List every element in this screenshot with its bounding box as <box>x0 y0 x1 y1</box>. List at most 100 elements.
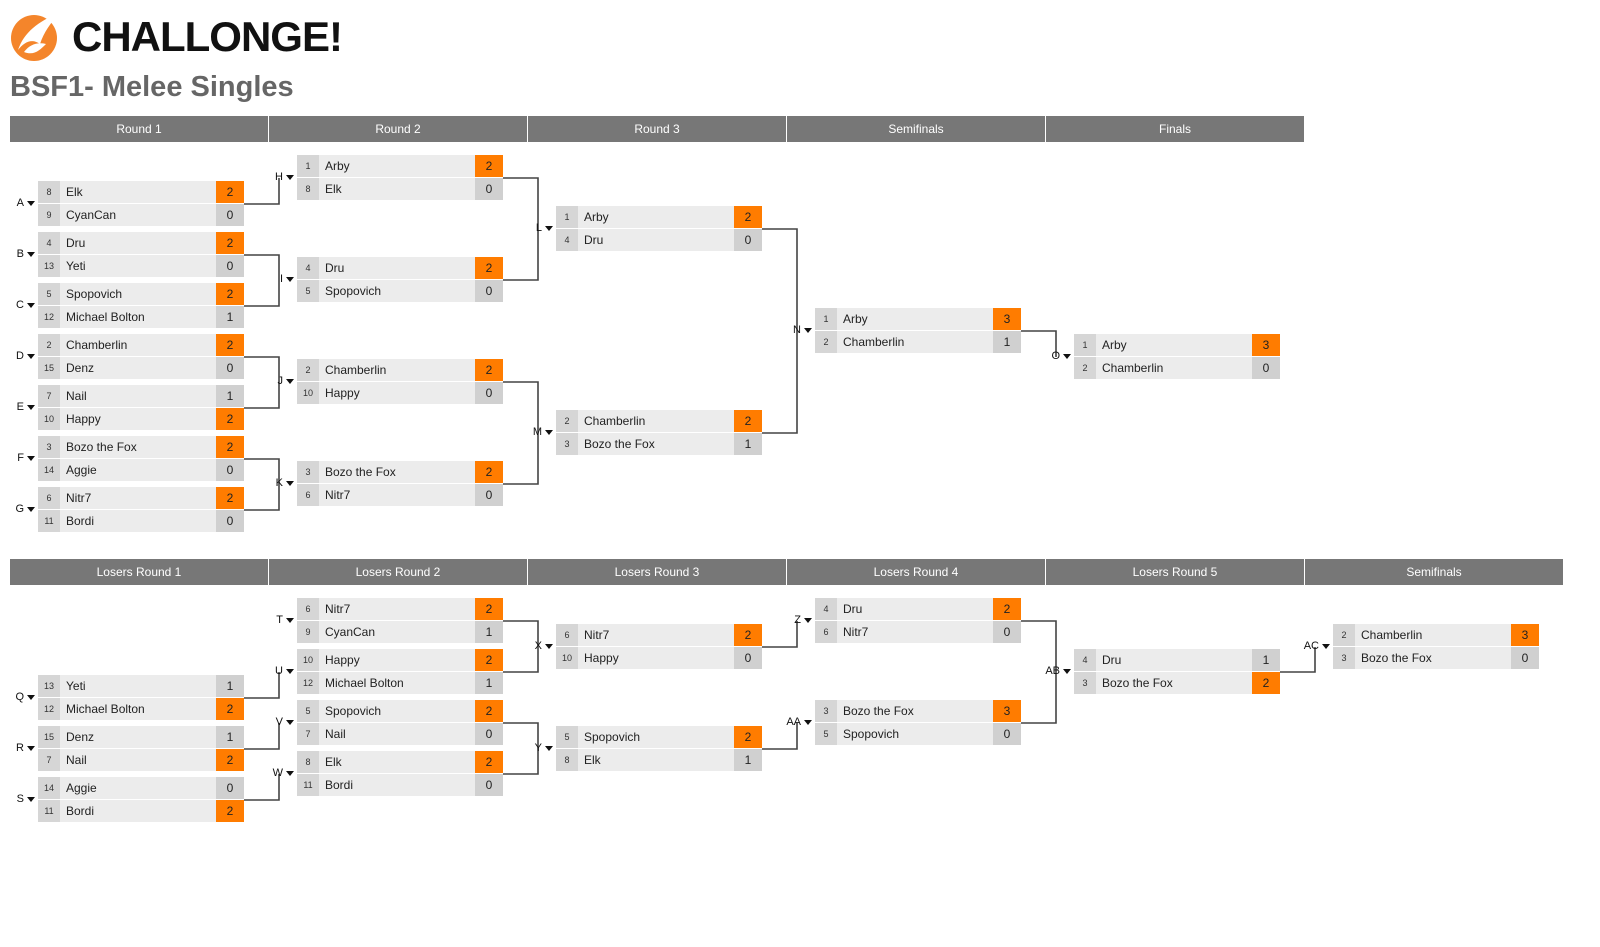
caret-down-icon[interactable] <box>27 251 35 257</box>
match-label-n[interactable]: N <box>793 323 812 337</box>
match-label-u[interactable]: U <box>275 664 294 678</box>
caret-down-icon[interactable] <box>1063 353 1071 359</box>
caret-down-icon[interactable] <box>804 719 812 725</box>
caret-down-icon[interactable] <box>286 378 294 384</box>
caret-down-icon[interactable] <box>286 617 294 623</box>
match-label-ab[interactable]: AB <box>1045 664 1071 678</box>
match-label-b[interactable]: B <box>17 247 35 261</box>
match-label-k[interactable]: K <box>276 476 294 490</box>
caret-down-icon[interactable] <box>286 174 294 180</box>
caret-down-icon[interactable] <box>27 353 35 359</box>
caret-down-icon[interactable] <box>27 455 35 461</box>
challonge-logo[interactable]: CHALLONGE! <box>10 10 343 64</box>
caret-down-icon[interactable] <box>545 225 553 231</box>
match-label-o[interactable]: O <box>1051 349 1071 363</box>
match-label-j[interactable]: J <box>278 374 294 388</box>
caret-down-icon[interactable] <box>27 302 35 308</box>
caret-down-icon[interactable] <box>545 745 553 751</box>
caret-down-icon[interactable] <box>804 327 812 333</box>
match-label-e[interactable]: E <box>17 400 35 414</box>
match-label-m[interactable]: M <box>533 425 553 439</box>
match-label-g[interactable]: G <box>15 502 35 516</box>
match-label-y[interactable]: Y <box>535 741 553 755</box>
match-label-q[interactable]: Q <box>15 690 35 704</box>
match-label-d[interactable]: D <box>16 349 35 363</box>
caret-down-icon[interactable] <box>1322 643 1330 649</box>
caret-down-icon[interactable] <box>27 796 35 802</box>
caret-down-icon[interactable] <box>27 506 35 512</box>
caret-down-icon[interactable] <box>286 668 294 674</box>
caret-down-icon[interactable] <box>27 745 35 751</box>
match-label-i[interactable]: I <box>280 272 294 286</box>
match-label-z[interactable]: Z <box>794 613 812 627</box>
caret-down-icon[interactable] <box>286 276 294 282</box>
caret-down-icon[interactable] <box>1063 668 1071 674</box>
caret-down-icon[interactable] <box>286 770 294 776</box>
match-label-c[interactable]: C <box>16 298 35 312</box>
match-label-v[interactable]: V <box>276 715 294 729</box>
caret-down-icon[interactable] <box>27 200 35 206</box>
match-label-l[interactable]: L <box>536 221 553 235</box>
match-label-ac[interactable]: AC <box>1304 639 1330 653</box>
